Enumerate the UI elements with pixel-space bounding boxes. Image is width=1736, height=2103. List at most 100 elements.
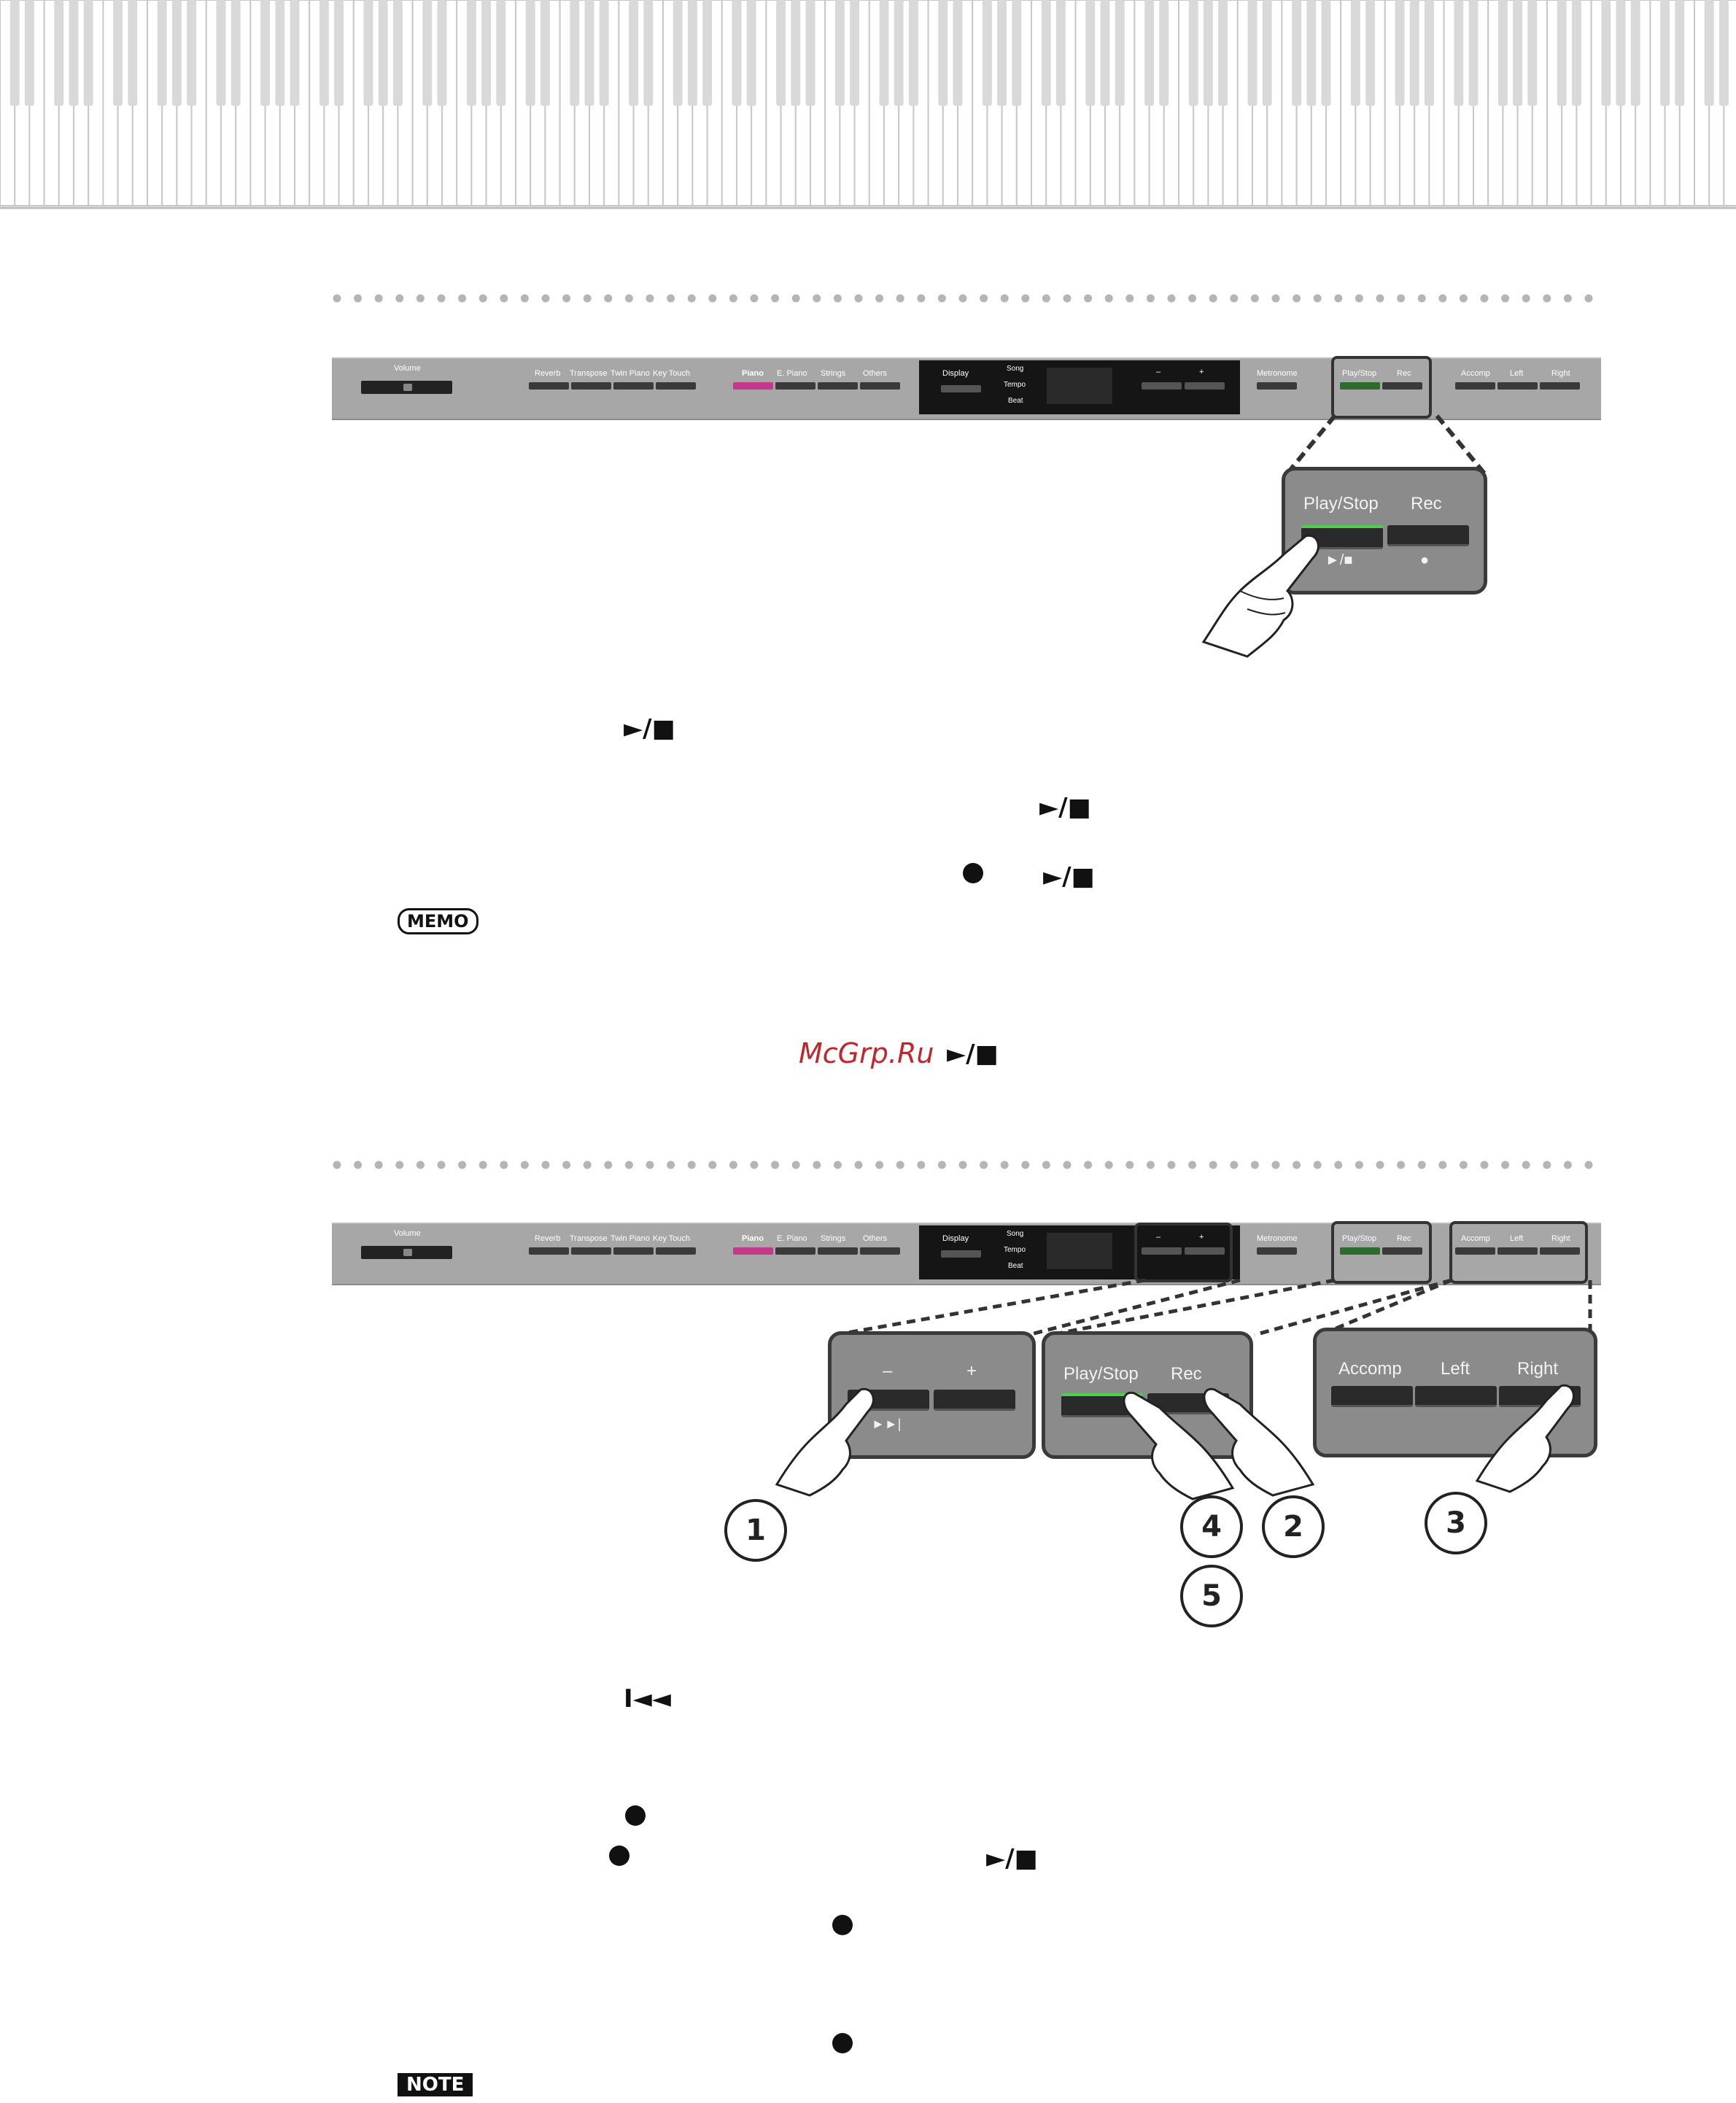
black-key (1203, 0, 1213, 106)
control-panel-2: Volume Reverb Transpose Twin Piano Key T… (332, 1221, 1601, 1285)
divider-dot (1063, 294, 1072, 303)
divider-dot (374, 294, 383, 303)
others-button[interactable] (860, 382, 900, 390)
black-key (982, 0, 992, 106)
black-key (1718, 0, 1729, 106)
metronome-button-2[interactable] (1257, 1247, 1297, 1255)
right-button[interactable] (1540, 382, 1580, 390)
black-key (791, 0, 801, 106)
rec-button-2[interactable] (1382, 1247, 1422, 1255)
twin-piano-button[interactable] (613, 382, 654, 390)
divider-dot (478, 294, 487, 303)
black-key (260, 0, 271, 106)
left-button[interactable] (1497, 382, 1538, 390)
black-key (1188, 0, 1198, 106)
divider-dot (791, 1161, 800, 1169)
divider-dot (1543, 294, 1551, 303)
black-key (1616, 0, 1626, 106)
accomp-label: Accomp (1461, 369, 1490, 378)
black-key (732, 0, 742, 106)
accomp-button[interactable] (1455, 382, 1495, 390)
black-key (422, 0, 433, 106)
callout-rec-button[interactable] (1387, 525, 1469, 546)
divider-dot (437, 1161, 446, 1169)
e-piano-button-2[interactable] (775, 1247, 815, 1255)
transpose-button-2[interactable] (571, 1247, 611, 1255)
play-stop-button-2[interactable] (1340, 1247, 1380, 1255)
pointing-hand-icon-4 (1123, 1391, 1235, 1500)
divider-dot (1271, 1161, 1280, 1169)
divider-dot (813, 294, 821, 303)
piano-button-2[interactable] (733, 1247, 773, 1255)
led-display-2 (1047, 1233, 1112, 1269)
black-key (334, 0, 344, 106)
black-key (687, 0, 697, 106)
plus-button[interactable] (1185, 382, 1225, 390)
divider-dot (1438, 1161, 1447, 1169)
divider-dot (604, 294, 613, 303)
minus-button-2[interactable] (1142, 1247, 1182, 1255)
twin-piano-button-2[interactable] (613, 1247, 654, 1255)
divider-dot (1021, 1161, 1030, 1169)
rec-dot-symbol-3 (609, 1846, 629, 1866)
divider-dot (458, 1161, 467, 1169)
piano-button[interactable] (733, 382, 773, 390)
strings-button[interactable] (818, 382, 858, 390)
callout-rewind-symbol: ►►| (872, 1417, 902, 1431)
play-stop-button[interactable] (1340, 382, 1380, 390)
black-key (1571, 0, 1581, 106)
black-key (746, 0, 756, 106)
key-touch-button[interactable] (656, 382, 696, 390)
display-area-2: Display Song Tempo Beat – + (919, 1223, 1240, 1282)
black-key (24, 0, 34, 106)
divider-dot (1480, 1161, 1489, 1169)
divider-dot (437, 294, 446, 303)
right-button-2[interactable] (1540, 1247, 1580, 1255)
transpose-button[interactable] (571, 382, 611, 390)
strings-button-2[interactable] (818, 1247, 858, 1255)
left-button-2[interactable] (1497, 1247, 1538, 1255)
piano-keyboard-header (0, 0, 1736, 209)
tempo-indicator-2: Tempo (1004, 1246, 1026, 1254)
divider-dot (687, 1161, 696, 1169)
callout-accomp-button[interactable] (1331, 1386, 1413, 1407)
black-key (879, 0, 889, 106)
black-key (1218, 0, 1228, 106)
display-label: Display (942, 369, 969, 378)
divider-dot (541, 294, 550, 303)
metronome-label-2: Metronome (1257, 1234, 1298, 1243)
black-key (599, 0, 609, 106)
plus-button-2[interactable] (1185, 1247, 1225, 1255)
reverb-button[interactable] (529, 382, 569, 390)
display-button-2[interactable] (941, 1250, 981, 1258)
volume-knob[interactable] (403, 384, 412, 391)
black-key (187, 0, 197, 106)
others-button-2[interactable] (860, 1247, 900, 1255)
pointing-hand-icon (1201, 534, 1320, 658)
callout-left-button[interactable] (1415, 1386, 1497, 1407)
reverb-button-2[interactable] (529, 1247, 569, 1255)
divider-dot (1543, 1161, 1551, 1169)
divider-dot (708, 1161, 717, 1169)
divider-dot (667, 1161, 675, 1169)
minus-button[interactable] (1142, 382, 1182, 390)
divider-dot (1250, 294, 1259, 303)
callout-plus-button[interactable] (934, 1390, 1015, 1411)
divider-dot (395, 294, 404, 303)
black-key (1100, 0, 1110, 106)
key-touch-label-2: Key Touch (653, 1234, 691, 1243)
callout-right-label: Right (1517, 1359, 1559, 1379)
metronome-button[interactable] (1257, 382, 1297, 390)
key-touch-button-2[interactable] (656, 1247, 696, 1255)
play-stop-label: Play/Stop (1342, 369, 1377, 378)
divider-dot (541, 1161, 550, 1169)
highlight-frame (1331, 356, 1432, 419)
accomp-button-2[interactable] (1455, 1247, 1495, 1255)
divider-dot (1522, 1161, 1530, 1169)
e-piano-button[interactable] (775, 382, 815, 390)
rec-button[interactable] (1382, 382, 1422, 390)
divider-dot (500, 294, 508, 303)
display-button[interactable] (941, 385, 981, 392)
divider-dot (1334, 1161, 1343, 1169)
volume-knob-2[interactable] (403, 1249, 412, 1256)
